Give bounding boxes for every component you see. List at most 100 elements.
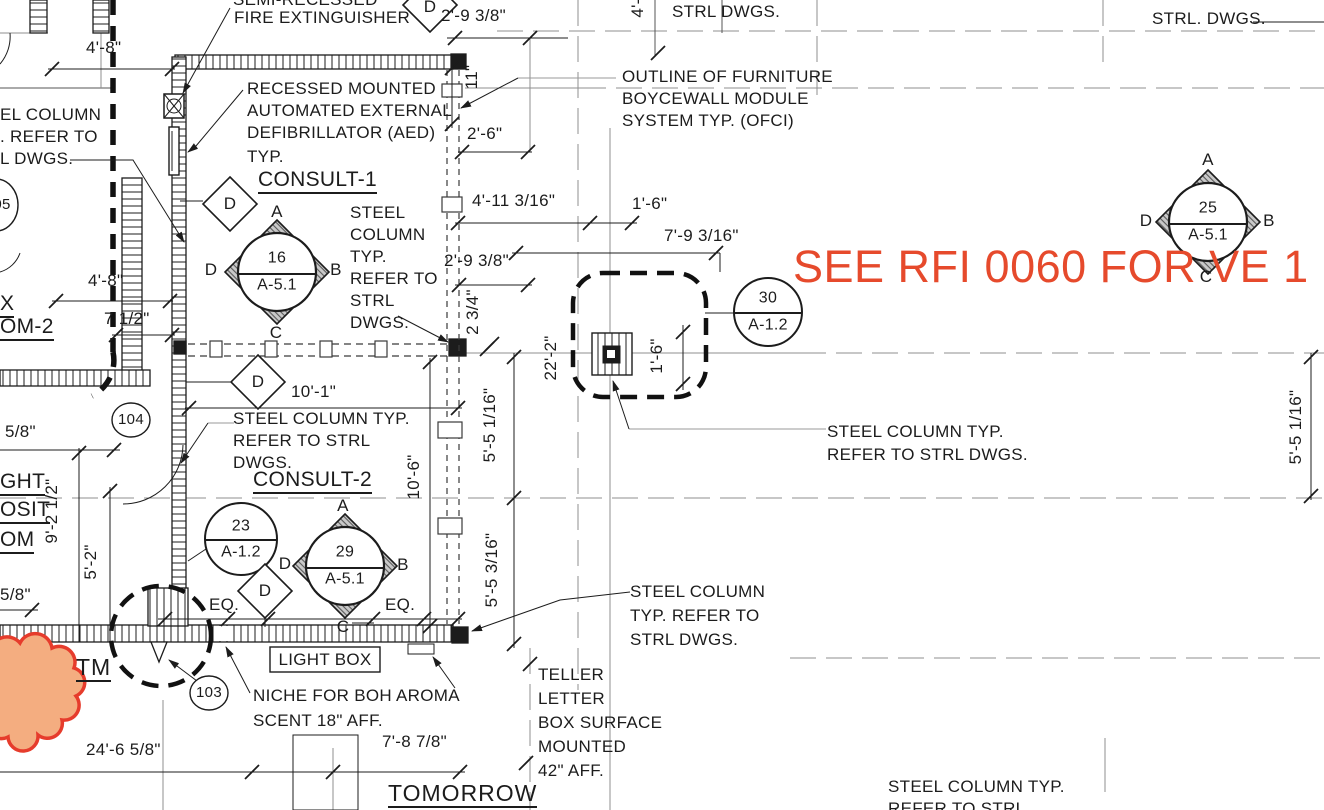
note-teller-line5: 42" AFF. [538, 761, 605, 780]
callout-30-number: 30 [758, 289, 778, 307]
heavy-dashed [90, 0, 709, 689]
dim-4-8-left: 4'-8" [88, 271, 124, 290]
fire-extinguisher-cabinet [163, 93, 185, 119]
elevation-symbol-25 [1154, 168, 1262, 276]
elev-16-letter-a: A [271, 202, 283, 222]
callout-23-number: 23 [231, 517, 251, 535]
callout-23-sheet: A-1.2 [221, 543, 261, 561]
elev-29-letter-c: C [336, 617, 350, 637]
room-tag-103: 103 [196, 684, 222, 702]
note-strl-dwgs-top: STRL DWGS. [672, 2, 781, 21]
dim-4ft-clipped: 4'- [628, 0, 648, 18]
note-steel-col-br-2: REFER TO STRL [888, 799, 1026, 810]
dim-22-2: 22'-2" [541, 335, 561, 381]
revision-dashed-bubble [570, 270, 709, 400]
room-label-consult-2: CONSULT-2 [253, 468, 372, 495]
dimension-ticks [24, 30, 1319, 780]
steel-column-in-bubble [591, 332, 633, 376]
dim-2-6: 2'-6" [467, 124, 503, 143]
room-frag-ght: GHT [0, 470, 46, 497]
dimension-lines [0, 37, 1312, 773]
note-furniture-line3: SYSTEM TYP. (OFCI) [622, 111, 794, 130]
note-steel-col-6: DWGS. [350, 313, 410, 332]
callout-29-number: 29 [335, 543, 355, 561]
callout-16-sheet: A-5.1 [257, 276, 297, 294]
dim-9-2-1-2: 9'-2 1/2" [42, 478, 62, 544]
room-tag-05: 05 [0, 196, 11, 214]
detail-dashed-circle [108, 583, 214, 689]
note-teller-line2: LETTER [538, 689, 605, 708]
light-box [269, 646, 381, 673]
callout-25-number: 25 [1198, 199, 1218, 217]
room-number-circles [0, 178, 229, 711]
dim-eq-left: EQ. [209, 595, 240, 614]
room-frag-osit: OSIT [0, 498, 51, 525]
dim-5-5-1-16-left: 5'-5 1/16" [480, 387, 500, 463]
dim-2-9-3-8-top: 2'-9 3/8" [441, 6, 506, 25]
elev-29-letter-d: D [278, 554, 292, 574]
door-tag-d-1: D [223, 194, 237, 214]
note-steel-col-mid-1: STEEL COLUMN TYP. [827, 422, 1004, 441]
elev-25-letter-c: C [1199, 267, 1213, 287]
note-aed-line1: RECESSED MOUNTED [247, 79, 436, 98]
note-steel-col-low-2: TYP. REFER TO [630, 606, 760, 625]
door-tag-d-3: D [258, 581, 272, 601]
note-steel-col-low-3: STRL DWGS. [630, 630, 739, 649]
note-left-col-line2: . REFER TO [0, 127, 98, 146]
note-steel-col-2: COLUMN [350, 225, 426, 244]
note-furniture-line2: BOYCEWALL MODULE [622, 89, 809, 108]
note-steel-col-left-1: STEEL COLUMN TYP. [233, 409, 410, 428]
room-frag-x: X [0, 292, 15, 319]
elev-25-letter-a: A [1202, 150, 1214, 170]
room-frag-om2: OM-2 [0, 315, 54, 342]
note-steel-col-3: TYP. [350, 247, 387, 266]
dim-5-8-upper: 5/8" [5, 422, 36, 441]
dim-5-2: 5'-2" [81, 544, 101, 580]
dim-eq-right: EQ. [385, 595, 416, 614]
furniture-wall [188, 70, 463, 624]
dim-5-5-3-16: 5'-5 3/16" [482, 532, 502, 608]
door-tag-d-4: D [423, 0, 437, 17]
callout-25-sheet: A-5.1 [1188, 226, 1228, 244]
note-teller-line4: MOUNTED [538, 737, 627, 756]
rfi-markup-note: SEE RFI 0060 FOR VE 1 [793, 241, 1309, 292]
elev-25-letter-d: D [1139, 211, 1153, 231]
elev-25-letter-b: B [1263, 211, 1275, 231]
note-steel-col-4: REFER TO [350, 269, 438, 288]
room-label-consult-1: CONSULT-1 [258, 168, 377, 195]
callout-29-sheet: A-5.1 [325, 570, 365, 588]
dim-2-3-4: 2 3/4" [463, 289, 483, 335]
note-left-col-line3: L DWGS. [0, 149, 74, 168]
note-fire-ext-line1: SEMI-RECESSED [233, 0, 378, 9]
dim-7-8-7-8: 7'-8 7/8" [382, 732, 447, 751]
note-aed-line4: TYP. [247, 147, 284, 166]
note-steel-col-5: STRL [350, 291, 395, 310]
dim-1-6-bubble: 1'-6" [647, 338, 667, 374]
detail-circle-23 [204, 502, 278, 576]
elevation-symbol-16 [223, 218, 331, 326]
label-light-box: LIGHT BOX [278, 650, 372, 670]
fixtures [163, 93, 633, 810]
note-left-col-line1: EL COLUMN [0, 105, 102, 124]
dim-10-6: 10'-6" [404, 454, 424, 500]
note-steel-col-low-1: STEEL COLUMN [630, 582, 766, 601]
note-niche-line1: NICHE FOR BOH AROMA [253, 686, 460, 705]
dim-4-11-3-16: 4'-11 3/16" [472, 191, 556, 210]
door-tag-diamonds [201, 0, 459, 620]
note-furniture-line1: OUTLINE OF FURNITURE [622, 67, 833, 86]
room-frag-tm: TM [76, 655, 112, 683]
dim-4-8-top: 4'-8" [86, 38, 122, 57]
elev-16-letter-d: D [204, 260, 218, 280]
elev-29-letter-b: B [397, 555, 409, 575]
room-frag-om: OM [0, 528, 35, 555]
elevation-symbol-29 [291, 512, 399, 620]
callout-16-number: 16 [267, 249, 287, 267]
dim-10-1: 10'-1" [291, 382, 337, 401]
elev-16-letter-c: C [269, 323, 283, 343]
dim-11in: 11" [462, 64, 482, 90]
note-clipped-topright: STL. COL. REFER TO [1113, 0, 1289, 4]
elev-16-letter-b: B [330, 260, 342, 280]
note-strl-dwgs-topright: STRL. DWGS. [1152, 9, 1266, 28]
